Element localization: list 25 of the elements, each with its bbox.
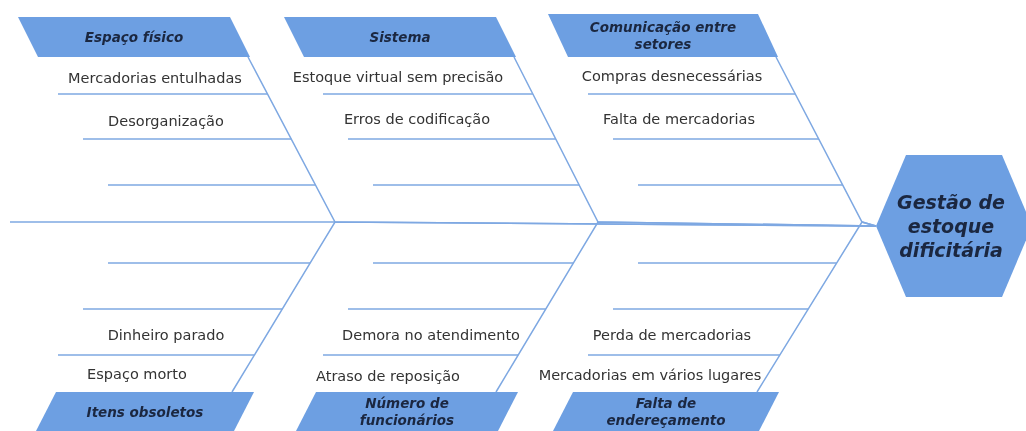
category-banner xyxy=(548,14,778,57)
bone-line xyxy=(756,221,877,393)
category-banner xyxy=(18,17,250,57)
cause-label: Dinheiro parado xyxy=(107,327,225,343)
cause-label: Espaço morto xyxy=(87,366,187,382)
category-banner xyxy=(296,392,518,431)
category-title: Número de funcionários xyxy=(358,394,456,429)
category-title: Falta de endereçamento xyxy=(605,394,727,429)
category-banner xyxy=(36,392,254,431)
category-banner xyxy=(553,392,779,431)
category-title: Comunicação entre setores xyxy=(588,18,738,53)
cause-label: Falta de mercadorias xyxy=(603,111,755,127)
category-title: Itens obsoletos xyxy=(85,403,205,420)
category-banner xyxy=(284,17,516,57)
category-title: Espaço físico xyxy=(83,28,185,46)
category-title: Sistema xyxy=(368,28,432,46)
cause-label: Mercadorias entulhadas xyxy=(68,70,242,86)
cause-label: Erros de codificação xyxy=(343,111,491,127)
cause-label: Mercadorias em vários lugares xyxy=(538,367,762,383)
cause-label: Demora no atendimento xyxy=(342,327,520,343)
effect-hexagon xyxy=(876,155,1026,297)
cause-label: Estoque virtual sem precisão xyxy=(292,69,504,85)
cause-label: Perda de mercadorias xyxy=(592,327,752,343)
effect-title: Gestão de estoque dificitária xyxy=(896,190,1006,262)
cause-label: Desorganização xyxy=(108,113,224,129)
